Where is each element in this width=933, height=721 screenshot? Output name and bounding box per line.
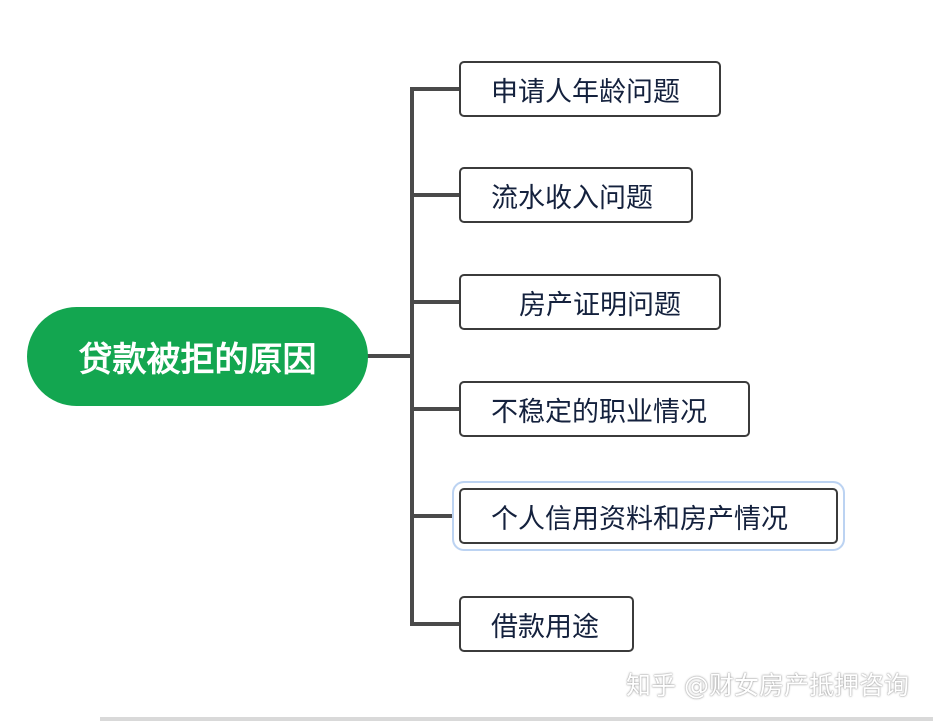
branch-topic-3[interactable]: 房产证明问题: [459, 274, 721, 330]
branch-topic-1[interactable]: 申请人年龄问题: [459, 61, 721, 117]
branch-topic-label: 房产证明问题: [519, 289, 681, 321]
branch-topic-label: 个人信用资料和房产情况: [491, 503, 788, 535]
branch-topic-label: 流水收入问题: [491, 182, 653, 214]
watermark: 知乎 @财女房产抵押咨询: [626, 671, 909, 700]
root-topic-label: 贷款被拒的原因: [78, 340, 317, 380]
branch-topic-label: 申请人年龄问题: [491, 76, 680, 108]
root-topic[interactable]: 贷款被拒的原因: [27, 307, 368, 406]
branch-topic-label: 不稳定的职业情况: [491, 396, 707, 428]
branch-topic-5[interactable]: 个人信用资料和房产情况: [459, 488, 838, 544]
branch-topic-label: 借款用途: [491, 611, 599, 643]
branch-topic-6[interactable]: 借款用途: [459, 596, 634, 652]
branch-topic-2[interactable]: 流水收入问题: [459, 167, 693, 223]
branch-topic-4[interactable]: 不稳定的职业情况: [459, 381, 750, 437]
horizontal-scrollbar[interactable]: [100, 717, 933, 721]
